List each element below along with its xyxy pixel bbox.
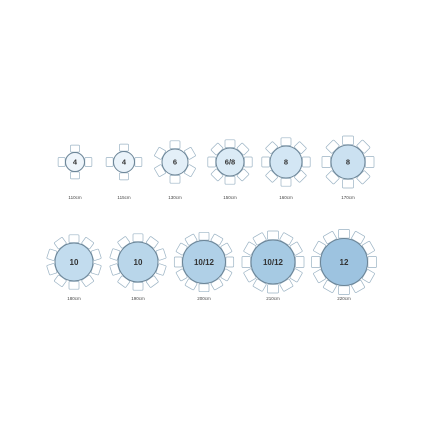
chair xyxy=(207,156,216,168)
chair xyxy=(70,144,80,153)
chair xyxy=(241,256,251,268)
table-group-160cm: 8 160cm xyxy=(261,137,311,200)
seats-label: 6 xyxy=(173,158,177,167)
table-group-130cm: 6 130cm xyxy=(154,140,196,200)
chair xyxy=(68,234,80,243)
diameter-label: 110cm xyxy=(68,195,81,200)
seats-label: 8 xyxy=(284,158,288,167)
round-table xyxy=(250,239,296,285)
seats-label: 10 xyxy=(70,258,79,267)
table-group-115cm: 4 115cm xyxy=(105,143,143,200)
round-table xyxy=(117,241,159,283)
round-table xyxy=(330,144,366,180)
chair xyxy=(338,229,350,239)
chair xyxy=(169,140,181,149)
chair xyxy=(119,172,129,181)
chair xyxy=(311,256,321,268)
chair xyxy=(57,157,66,167)
seats-label: 4 xyxy=(73,158,78,167)
chair xyxy=(198,283,210,293)
chair xyxy=(224,139,236,148)
chair xyxy=(280,178,292,187)
round-table xyxy=(269,145,303,179)
chair xyxy=(342,179,354,189)
chair xyxy=(225,256,235,268)
diameter-label: 130cm xyxy=(168,195,182,200)
seats-label: 4 xyxy=(122,158,127,167)
chair xyxy=(267,230,279,240)
chair xyxy=(244,156,253,168)
round-table xyxy=(113,151,135,173)
round-table xyxy=(215,147,245,177)
round-table xyxy=(182,240,226,284)
chair xyxy=(338,285,350,295)
chair xyxy=(321,156,331,168)
table-group-110cm: 4 110cm xyxy=(57,144,93,200)
chair xyxy=(132,282,144,291)
chair xyxy=(70,171,80,180)
round-table xyxy=(161,148,189,176)
table-group-190cm: 10 190cm xyxy=(109,233,167,301)
seats-label: 12 xyxy=(340,258,349,267)
chair xyxy=(367,256,377,268)
diameter-label: 170cm xyxy=(341,195,355,200)
tables-layer: 4 110cm 4 115cm 6 130cm 6/8 150cm 8 160cm 8 170cm 10… xyxy=(46,135,377,301)
chair xyxy=(267,284,279,294)
chair xyxy=(365,156,375,168)
chair xyxy=(132,233,144,242)
diameter-label: 210cm xyxy=(266,296,280,301)
round-table xyxy=(320,238,368,286)
chair xyxy=(198,231,210,241)
diameter-label: 220cm xyxy=(337,296,351,301)
seats-label: 10/12 xyxy=(194,258,215,267)
chair xyxy=(68,281,80,290)
chair xyxy=(134,157,143,167)
chair xyxy=(302,156,311,168)
seats-label: 10 xyxy=(134,258,143,267)
chair xyxy=(119,143,129,152)
diameter-label: 180cm xyxy=(67,296,81,301)
diameter-label: 115cm xyxy=(117,195,130,200)
table-group-220cm: 12 220cm xyxy=(311,229,377,301)
table-group-150cm: 6/8 150cm xyxy=(207,139,253,200)
seats-label: 10/12 xyxy=(263,258,284,267)
table-group-210cm: 10/12 210cm xyxy=(241,230,305,301)
chair xyxy=(105,157,114,167)
chair xyxy=(261,156,270,168)
diameter-label: 200cm xyxy=(197,296,211,301)
chair xyxy=(173,256,183,268)
chair xyxy=(84,157,93,167)
seats-label: 8 xyxy=(346,158,350,167)
table-group-180cm: 10 180cm xyxy=(46,234,102,301)
table-group-200cm: 10/12 200cm xyxy=(173,231,235,301)
diameter-label: 150cm xyxy=(223,195,237,200)
chair xyxy=(280,137,292,146)
round-table xyxy=(54,242,94,282)
chair xyxy=(295,256,305,268)
chair xyxy=(224,176,236,185)
chair xyxy=(342,135,354,145)
diameter-label: 160cm xyxy=(279,195,293,200)
diameter-label: 190cm xyxy=(131,296,145,301)
seats-label: 6/8 xyxy=(225,158,235,167)
round-table xyxy=(65,152,85,172)
chair xyxy=(169,175,181,184)
table-group-170cm: 8 170cm xyxy=(321,135,375,200)
